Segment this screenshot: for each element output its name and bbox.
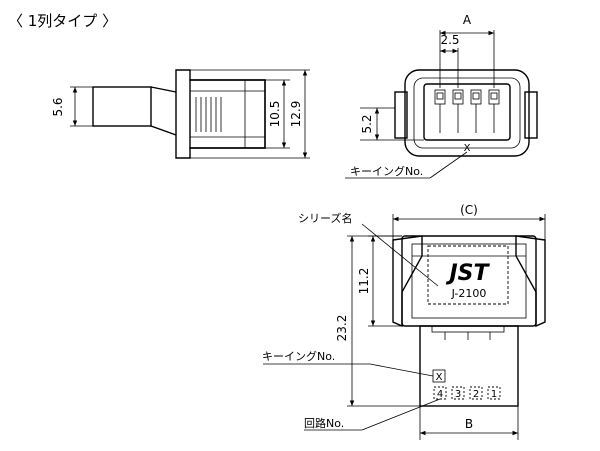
front-key-mark: X bbox=[464, 143, 471, 154]
bottom-wire-block bbox=[419, 325, 519, 407]
circuit-box-3 bbox=[451, 386, 465, 400]
circuit-1: 1 bbox=[491, 389, 497, 400]
dim-a: A bbox=[463, 13, 472, 27]
bottom-latch-left bbox=[392, 235, 423, 328]
circuit-box-2 bbox=[469, 386, 483, 400]
brand-logo: JST bbox=[445, 261, 490, 286]
side-wire bbox=[92, 86, 152, 127]
side-view: 5.6 10.5 12.9 bbox=[51, 69, 310, 159]
circuit-3: 3 bbox=[455, 389, 461, 400]
dim-23-2: 23.2 bbox=[335, 315, 349, 342]
bottom-key-mark: X bbox=[436, 372, 443, 383]
front-view: A 2.5 5.2 X キーイングNo. bbox=[345, 13, 538, 179]
front-keying-leader bbox=[429, 151, 468, 179]
dim-b: B bbox=[465, 417, 473, 431]
side-body bbox=[189, 79, 266, 149]
side-taper-top bbox=[150, 86, 177, 93]
dim-2-5: 2.5 bbox=[440, 33, 459, 47]
part-number: J-2100 bbox=[451, 287, 487, 300]
series-leader bbox=[361, 223, 439, 287]
circuit-label: 回路No. bbox=[304, 417, 344, 430]
front-keying-label: キーイングNo. bbox=[350, 164, 423, 178]
circuit-box-1 bbox=[487, 386, 501, 400]
bottom-view: JST J-2100 X 4 3 2 1 (C) 11.2 bbox=[262, 203, 546, 440]
dim-5-6: 5.6 bbox=[51, 97, 65, 116]
dim-12-9: 12.9 bbox=[289, 101, 303, 128]
bottom-latch-right bbox=[515, 235, 546, 328]
front-terminals bbox=[434, 89, 500, 133]
front-housing-outer bbox=[404, 69, 530, 157]
side-taper-bottom bbox=[150, 125, 177, 136]
dim-c: (C) bbox=[460, 203, 478, 217]
dim-5-2: 5.2 bbox=[360, 114, 374, 133]
circuit-2: 2 bbox=[473, 389, 479, 400]
dim-11-2: 11.2 bbox=[357, 268, 371, 295]
circuit-4: 4 bbox=[437, 389, 443, 400]
front-cavity bbox=[423, 83, 511, 141]
front-latch-left bbox=[394, 91, 408, 139]
series-label: シリーズ名 bbox=[298, 211, 352, 225]
front-housing-inner bbox=[413, 77, 521, 149]
bottom-keying-label: キーイングNo. bbox=[262, 349, 335, 363]
series-box bbox=[427, 245, 509, 305]
front-latch-right bbox=[524, 91, 538, 139]
dim-10-5: 10.5 bbox=[268, 101, 282, 128]
page-heading: 〈 1列タイプ 〉 bbox=[8, 12, 117, 30]
